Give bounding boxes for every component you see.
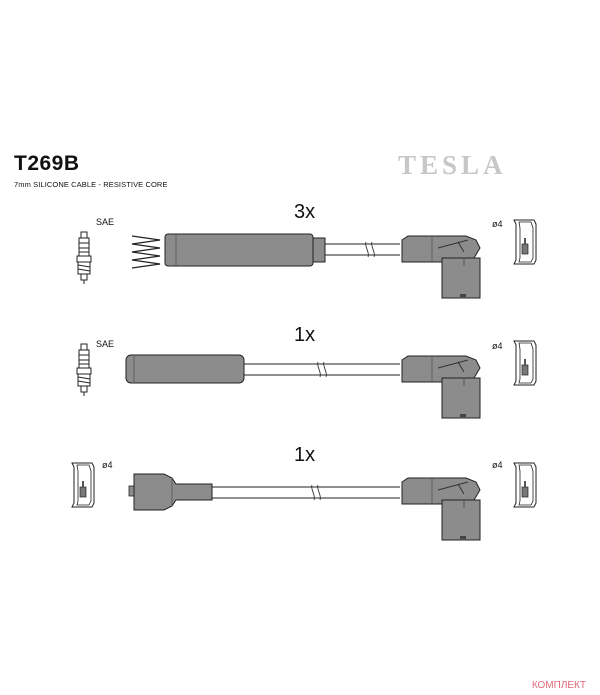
row-1-right-label: ø4 bbox=[492, 219, 503, 229]
cable-break-mark bbox=[311, 484, 321, 501]
row-3-left-label: ø4 bbox=[102, 460, 113, 470]
straight-boot bbox=[164, 233, 314, 267]
row-3-right-label: ø4 bbox=[492, 460, 503, 470]
spark-plug-icon bbox=[76, 343, 92, 397]
terminal-end-icon bbox=[513, 219, 537, 265]
row-1-left-label: SAE bbox=[96, 217, 115, 227]
row-3-quantity: 1x bbox=[294, 444, 316, 466]
row-2-left-label: SAE bbox=[96, 339, 115, 349]
angled-boot bbox=[401, 355, 481, 419]
cable-description: 7mm SILICONE CABLE - RESISTIVE CORE bbox=[14, 180, 168, 189]
brand-logo: TESLA bbox=[398, 150, 507, 180]
cable-break-mark bbox=[317, 361, 327, 378]
straight-boot bbox=[125, 354, 245, 384]
part-code: T269B bbox=[14, 152, 80, 175]
angled-boot bbox=[401, 235, 481, 299]
tapered-boot bbox=[133, 473, 213, 511]
terminal-end-icon bbox=[513, 462, 537, 508]
spark-plug-icon bbox=[76, 231, 92, 285]
row-1-quantity: 3x bbox=[294, 201, 316, 223]
row-2-quantity: 1x bbox=[294, 324, 316, 346]
spring-icon bbox=[131, 235, 161, 269]
cable-break-mark bbox=[365, 241, 375, 258]
angled-boot bbox=[401, 477, 481, 541]
terminal-end-icon bbox=[513, 340, 537, 386]
terminal-end-icon bbox=[71, 462, 95, 508]
row-2-right-label: ø4 bbox=[492, 341, 503, 351]
watermark: КОМПЛЕКТ bbox=[531, 680, 586, 691]
